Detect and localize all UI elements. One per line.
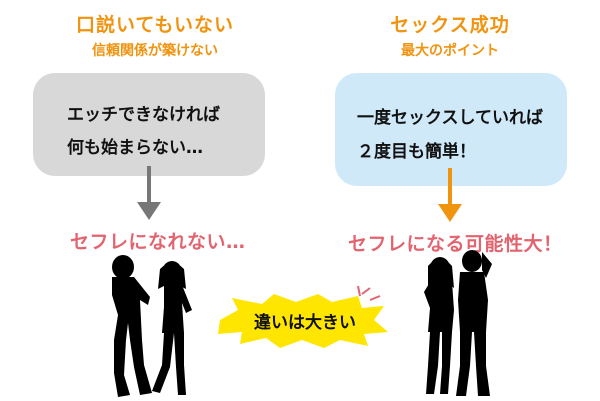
left-subtitle: 信頼関係が築けない [92,43,218,59]
left-bubble-line-2: 何も始まらない… [67,138,203,158]
left-result-text: セフレになれない… [70,231,246,253]
right-bubble-line-2: ２度目も簡単！ [357,142,476,162]
spark-marks-icon [357,285,381,301]
right-woman-silhouette [424,257,454,394]
right-couple-silhouette [424,250,492,396]
left-speech-bubble: エッチできなければ 何も始まらない… [33,73,265,176]
right-bubble-line-1: 一度セックスしていれば [357,108,543,128]
center-burst-badge [218,285,388,348]
left-man-silhouette [112,255,152,397]
center-badge-label: 違いは大きい [254,313,356,333]
right-speech-bubble: 一度セックスしていれば ２度目も簡単！ [335,73,567,186]
left-bubble-line-1: エッチできなければ [67,105,220,125]
right-man-silhouette [456,250,492,396]
left-title: 口説いてもいない [75,14,235,36]
right-title: セックス成功 [390,14,510,36]
burst-shape [218,294,388,348]
right-subtitle: 最大のポイント [401,43,499,59]
left-down-arrow-icon [137,166,161,220]
left-couple-silhouette [112,255,192,397]
right-result-text: セフレになる可能性大！ [348,233,563,255]
left-woman-silhouette [152,261,192,395]
right-down-arrow-icon [438,168,462,222]
